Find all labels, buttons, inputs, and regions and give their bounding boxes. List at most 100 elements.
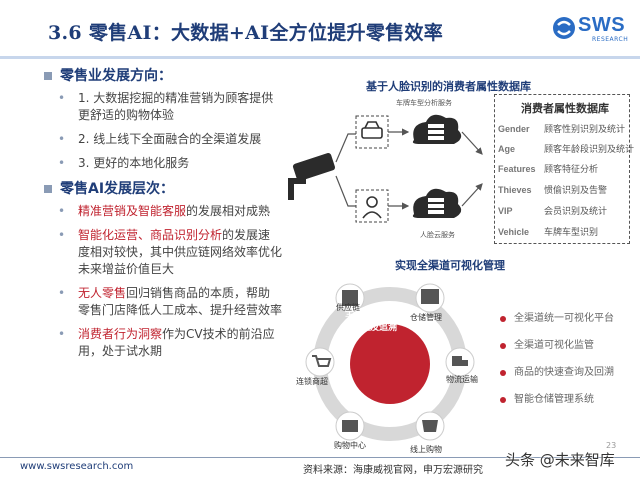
database-row: Vehicle 车牌车型识别 bbox=[498, 225, 598, 238]
cloud-server-icon bbox=[412, 114, 462, 144]
list-item: • 消费者行为洞察作为CV技术的前沿应用，处于试水期 bbox=[58, 326, 282, 360]
row-key: Gender bbox=[498, 124, 530, 134]
legend-dot-icon bbox=[500, 370, 506, 376]
list-item: • 精准营销及智能客服的发展相对成熟 bbox=[58, 203, 282, 220]
row-value: 车牌车型识别 bbox=[544, 228, 599, 238]
sws-logo: SWS RESEARCH bbox=[552, 12, 632, 50]
face-flow-diagram bbox=[288, 114, 483, 223]
node-label: 仓储管理 bbox=[410, 313, 442, 322]
legend-item: 智能仓储管理系统 bbox=[514, 394, 594, 405]
truck-icon bbox=[445, 347, 475, 377]
legend-dot-icon bbox=[500, 316, 506, 322]
section-heading-text: 零售业发展方向： bbox=[60, 68, 172, 84]
logo-text: SWS bbox=[578, 14, 626, 36]
legend-dot-icon bbox=[500, 343, 506, 349]
supply-chain-icon bbox=[335, 283, 365, 313]
list-item: • 2. 线上线下全面融合的全渠道发展 bbox=[58, 131, 282, 148]
car-icon bbox=[355, 115, 389, 149]
row-value: 顾客年龄段识别及统计 bbox=[544, 145, 635, 155]
bullet-dot-icon: • bbox=[58, 91, 66, 105]
footer-divider bbox=[0, 457, 640, 458]
list-item-text: 回归销售商品的本质，帮助零售门店降低人工成本、提升经营效率 bbox=[78, 286, 283, 317]
list-item-text: 作为CV技术的前沿应用，处于试水期 bbox=[78, 327, 275, 358]
row-value: 会员识别及统计 bbox=[544, 207, 608, 217]
list-item-text: 3. 更好的本地化服务 bbox=[78, 156, 190, 170]
cloud-server-icon bbox=[412, 188, 462, 218]
page-number: 23 bbox=[606, 441, 617, 450]
online-shopping-icon bbox=[415, 411, 445, 441]
highlight-text: 消费者行为洞察 bbox=[78, 327, 163, 341]
face-service-label: 人脸云服务 bbox=[420, 231, 455, 239]
node-label: 购物中心 bbox=[334, 441, 366, 450]
highlight-text: 无人零售 bbox=[78, 286, 127, 300]
consumer-database-box bbox=[494, 94, 630, 244]
database-row: VIP 会员识别及统计 bbox=[498, 204, 607, 217]
node-label: 供应链 bbox=[336, 303, 360, 312]
logo-swirl-icon bbox=[553, 17, 575, 39]
database-title: 消费者属性数据库 bbox=[521, 102, 609, 115]
bullet-dot-icon: • bbox=[58, 156, 66, 170]
bullet-dot-icon: • bbox=[58, 228, 66, 242]
logo-subtext: RESEARCH bbox=[592, 36, 629, 43]
slide-header: 3.6 零售AI：大数据+AI全方位提升零售效率 SWS RESEARCH bbox=[0, 0, 640, 62]
header-divider bbox=[0, 56, 640, 59]
row-value: 顾客特征分析 bbox=[544, 165, 599, 175]
node-label: 线上购物 bbox=[410, 445, 442, 454]
footer-url[interactable]: www.swsresearch.com bbox=[20, 461, 134, 472]
omni-cycle-diagram bbox=[305, 283, 475, 441]
row-key: Features bbox=[498, 164, 536, 174]
node-label: 连锁商超 bbox=[296, 377, 328, 386]
center-circle bbox=[350, 324, 430, 404]
center-label-line2: 管理及追溯 bbox=[352, 323, 398, 333]
row-key: Vehicle bbox=[498, 227, 530, 237]
direction-list: • 1. 大数据挖掘的精准营销为顾客提供更舒适的购物体验 • 2. 线上线下全面融合… bbox=[58, 90, 282, 172]
face-panel-title: 基于人脸识别的消费者属性数据库 bbox=[366, 80, 531, 93]
database-row: Features 顾客特征分析 bbox=[498, 162, 598, 175]
bullet-dot-icon: • bbox=[58, 286, 66, 300]
row-value: 顾客性别识别及统计 bbox=[544, 125, 626, 135]
list-item: • 无人零售回归销售商品的本质，帮助零售门店降低人工成本、提升经营效率 bbox=[58, 285, 283, 319]
person-icon bbox=[355, 189, 389, 223]
square-bullet-icon bbox=[44, 185, 52, 193]
car-service-label: 车牌车型分析服务 bbox=[396, 99, 452, 107]
bullet-dot-icon: • bbox=[58, 327, 66, 341]
row-value: 惯偷识别及告警 bbox=[544, 186, 608, 196]
legend-item: 商品的快速查询及回溯 bbox=[514, 367, 614, 378]
list-item: • 智能化运营、商品识别分析的发展速度相对较快，其中供应链网络效率优化未来增益价值… bbox=[58, 227, 283, 278]
shopping-mall-icon bbox=[335, 411, 365, 441]
bullet-dot-icon: • bbox=[58, 132, 66, 146]
list-item: • 3. 更好的本地化服务 bbox=[58, 155, 282, 172]
levels-list: • 精准营销及智能客服的发展相对成熟 • 智能化运营、商品识别分析的发展速度相对较快… bbox=[58, 203, 283, 360]
cart-icon bbox=[305, 347, 335, 377]
bullet-dot-icon: • bbox=[58, 204, 66, 218]
watermark: 头条 @未来智库 bbox=[505, 451, 615, 469]
section-heading-levels: 零售AI发展层次： bbox=[44, 179, 282, 199]
legend-item: 全渠道统一可视化平台 bbox=[514, 313, 614, 324]
row-key: Thieves bbox=[498, 185, 532, 195]
legend-dot-icon bbox=[500, 397, 506, 403]
database-row: Age 顾客年龄段识别及统计 bbox=[498, 142, 634, 155]
row-key: VIP bbox=[498, 206, 513, 216]
node-label: 物流运输 bbox=[446, 375, 478, 384]
footer-source: 资料来源：海康威视官网，申万宏源研究 bbox=[303, 465, 483, 476]
list-item-text: 的发展速度相对较快，其中供应链网络效率优化未来增益价值巨大 bbox=[78, 228, 283, 276]
camera-icon bbox=[288, 153, 336, 200]
slide-title: 3.6 零售AI：大数据+AI全方位提升零售效率 bbox=[48, 22, 444, 44]
square-bullet-icon bbox=[44, 72, 52, 80]
omni-panel-title: 实现全渠道可视化管理 bbox=[395, 259, 505, 272]
highlight-text: 精准营销及智能客服 bbox=[78, 204, 187, 218]
left-column: 零售业发展方向： • 1. 大数据挖掘的精准营销为顾客提供更舒适的购物体验 • 2.… bbox=[44, 66, 282, 367]
list-item-text: 1. 大数据挖掘的精准营销为顾客提供更舒适的购物体验 bbox=[78, 91, 274, 122]
list-item-text: 的发展相对成熟 bbox=[186, 204, 271, 218]
center-label-line1: 全渠道可视化 bbox=[345, 309, 400, 319]
database-row: Thieves 惯偷识别及告警 bbox=[498, 183, 607, 196]
row-key: Age bbox=[498, 144, 516, 154]
legend-item: 全渠道可视化监管 bbox=[514, 340, 594, 351]
list-item-text: 2. 线上线下全面融合的全渠道发展 bbox=[78, 132, 262, 146]
warehouse-icon bbox=[415, 283, 445, 313]
section-heading-text: 零售AI发展层次： bbox=[60, 181, 175, 197]
section-heading-direction: 零售业发展方向： bbox=[44, 66, 282, 86]
list-item: • 1. 大数据挖掘的精准营销为顾客提供更舒适的购物体验 bbox=[58, 90, 282, 124]
highlight-text: 智能化运营、商品识别分析 bbox=[78, 228, 223, 242]
database-row: Gender 顾客性别识别及统计 bbox=[498, 122, 625, 135]
